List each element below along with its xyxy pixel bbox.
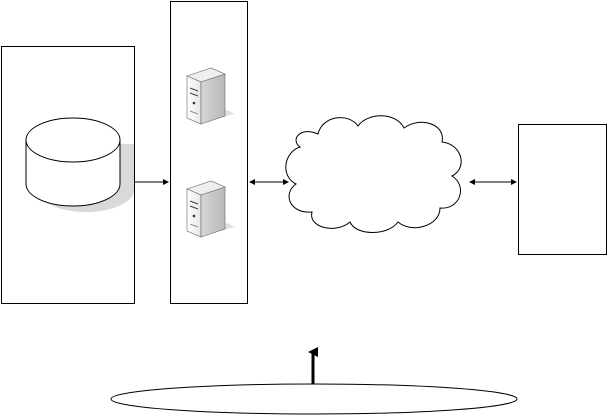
client-box xyxy=(518,124,607,255)
server-panel xyxy=(170,1,248,304)
database-panel xyxy=(1,46,135,304)
database-icon xyxy=(25,117,134,212)
cloud-icon xyxy=(285,115,462,233)
bottom-ellipse xyxy=(110,383,518,415)
server-icon xyxy=(186,180,235,238)
server-icon xyxy=(186,67,235,125)
